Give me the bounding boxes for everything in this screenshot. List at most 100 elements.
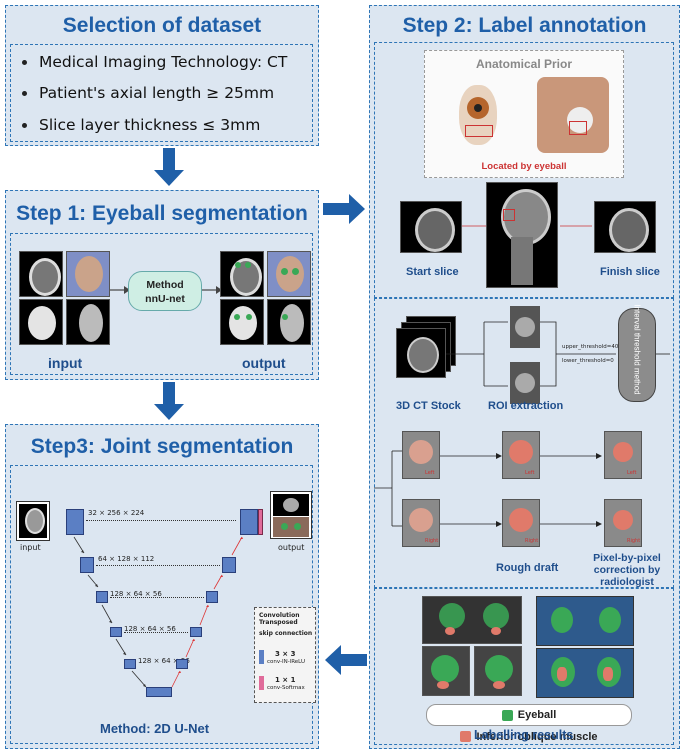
result-3d-top (536, 596, 634, 646)
dataset-criteria-box (10, 44, 313, 142)
output-ct-coronal (220, 299, 264, 345)
input-ct-coronal (19, 299, 63, 345)
step1-panel: Step 1: Eyeball segmentation input Metho… (5, 190, 319, 380)
method-name: nnU-net (145, 293, 185, 305)
skip-connection-3 (110, 597, 204, 598)
unet-arrows (73, 536, 243, 688)
legend-1x1: 1 × 1 (275, 676, 296, 684)
criterion-modality: Medical Imaging Technology: CT (22, 53, 287, 71)
arrow-right-icon (110, 286, 130, 294)
step3-panel: Step3: Joint segmentation input output 3… (5, 424, 319, 749)
enc-block-2 (80, 557, 94, 573)
finish-slice-label: Finish slice (600, 266, 660, 278)
arrow-right-icon (323, 194, 365, 224)
roi-crop-upper (510, 306, 540, 348)
raw-left-image: Left (402, 431, 440, 479)
legend-conv-transposed: Convolution Transposed (259, 612, 300, 626)
roi-section (374, 298, 674, 588)
legend-1x1-swatch (259, 676, 264, 690)
level-3-dims: 128 × 64 × 56 (110, 590, 162, 598)
legend-3x3: 3 × 3 (275, 650, 296, 658)
unet-method-label: Method: 2D U-Net (100, 721, 210, 736)
unet-input-image (16, 501, 50, 541)
arrow-down-icon (154, 148, 184, 186)
dec-block-4 (190, 627, 202, 637)
interval-threshold-label: Interval threshold method (632, 304, 642, 395)
rough-draft-label: Rough draft (496, 562, 559, 574)
ct-stock-image-front (396, 328, 446, 378)
ct-stock-label: 3D CT Stock (396, 400, 461, 412)
anatomical-prior-box: Anatomical Prior Located by eyeball (424, 50, 624, 178)
input-ct-skull-3d (66, 251, 110, 297)
raw-right-image: Right (402, 499, 440, 547)
legend-inferior-oblique-muscle: Inferior oblique muscle (460, 727, 598, 747)
step1-title: Step 1: Eyeball segmentation (16, 202, 308, 225)
result-3d-bottom (536, 648, 634, 698)
result-axial-image (422, 596, 522, 644)
finish-slice-image (594, 201, 656, 253)
output-ct-skull-3d (267, 251, 311, 297)
method-nnunet-box: Method nnU-net (128, 271, 202, 311)
legend-skip-connection: skip connection (259, 630, 313, 637)
unet-output-label: output (278, 543, 305, 552)
corrected-left-image: Left (604, 431, 642, 479)
step3-content-box (10, 465, 313, 744)
start-slice-label: Start slice (406, 266, 459, 278)
prior-caption: Located by eyeball (481, 161, 567, 172)
results-legend: Eyeball Inferior oblique muscle (426, 704, 632, 743)
sagittal-ct-image (486, 182, 558, 288)
eye-anatomy-image (443, 77, 513, 157)
labelling-results-label: Labelling results (474, 728, 574, 742)
anatomical-prior-title: Anatomical Prior (475, 57, 573, 71)
dataset-title: Selection of dataset (62, 14, 262, 37)
softmax-block (258, 509, 263, 535)
method-label: Method (146, 279, 184, 291)
rough-left-image: Left (502, 431, 540, 479)
legend-1x1-sub: conv-Softmax (267, 685, 305, 691)
unet-output-image (270, 491, 312, 539)
results-section (374, 588, 674, 745)
roi-crop-lower (510, 362, 540, 404)
level-1-dims: 32 × 256 × 224 (88, 509, 145, 517)
pixel-correction-label: Pixel-by-pixel correction by radiologist (593, 552, 661, 588)
skip-connection-4 (124, 632, 188, 633)
enc-block-4 (110, 627, 122, 637)
slice-connector (462, 225, 592, 227)
rough-right-image: Right (502, 499, 540, 547)
start-slice-image (400, 201, 462, 253)
dec-block-5 (176, 659, 188, 669)
step3-title: Step3: Joint segmentation (30, 435, 294, 458)
criterion-slice-thickness: Slice layer thickness ≤ 3mm (22, 116, 260, 134)
dec-block-3 (206, 591, 218, 603)
level-5-dims: 128 × 64 × 56 (138, 657, 190, 665)
dec-block-1 (240, 509, 258, 535)
corrected-right-image: Right (604, 499, 642, 547)
upper-threshold-label: upper_threshold=400 (562, 344, 622, 350)
step2-panel: Step 2: Label annotation Anatomical Prio… (369, 5, 680, 749)
roi-extraction-label: ROI extraction (488, 400, 564, 412)
input-ct-sagittal (66, 299, 110, 345)
input-label: input (48, 355, 83, 371)
dec-block-2 (222, 557, 236, 573)
enc-block-1 (66, 509, 84, 535)
skip-connection-2 (96, 565, 220, 566)
arrow-down-icon (154, 382, 184, 420)
unet-input-label: input (20, 543, 41, 552)
legend-3x3-swatch (259, 650, 264, 664)
bottleneck-block (146, 687, 172, 697)
output-ct-axial (220, 251, 264, 297)
result-right-image (474, 646, 522, 696)
skip-connection-1 (86, 520, 236, 521)
step1-content-box (10, 233, 313, 375)
orbit-anatomy-image (537, 77, 609, 153)
interval-threshold-box: Interval threshold method (618, 304, 656, 402)
level-4-dims: 128 × 64 × 56 (124, 625, 176, 633)
roi-branch-lines (374, 321, 670, 527)
enc-block-5 (124, 659, 136, 669)
legend-3x3-sub: conv-IN-lReLU (267, 659, 305, 665)
output-ct-sagittal (267, 299, 311, 345)
step2-title: Step 2: Label annotation (402, 14, 647, 37)
dataset-panel: Selection of dataset Medical Imaging Tec… (5, 5, 319, 146)
arrow-left-icon (325, 645, 367, 675)
legend-eyeball: Eyeball (501, 705, 556, 725)
